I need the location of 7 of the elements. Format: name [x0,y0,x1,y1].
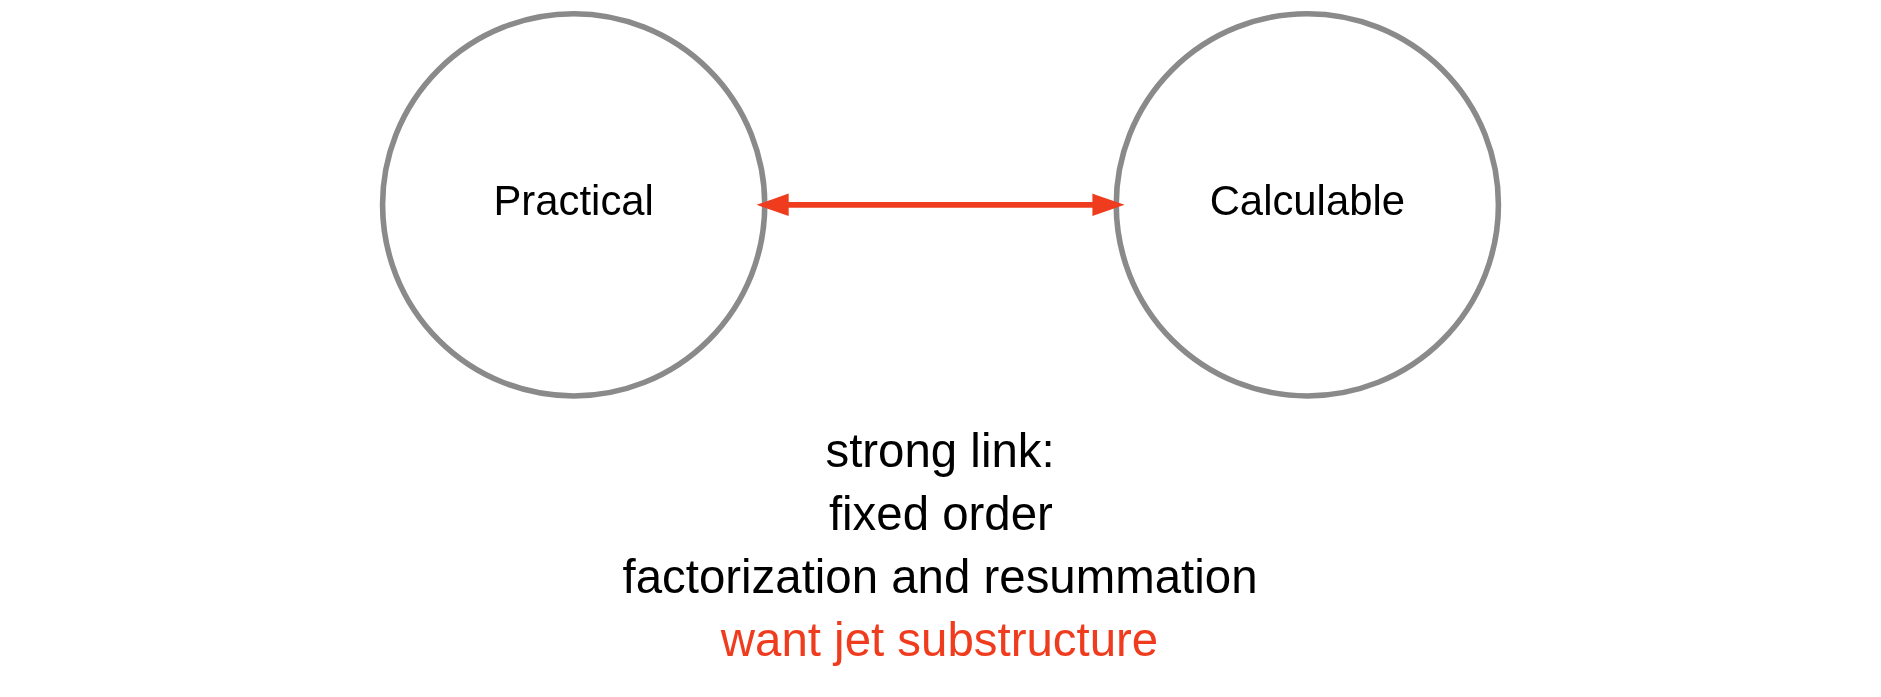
label: want jet substructure [720,612,1159,666]
node-circle: Calculable [1113,10,1502,399]
label: strong link: [825,424,1055,478]
label: factorization and resummation [622,549,1258,603]
arrow [756,193,1125,217]
label: fixed order [828,487,1053,541]
node-circle: Practical [379,10,768,399]
